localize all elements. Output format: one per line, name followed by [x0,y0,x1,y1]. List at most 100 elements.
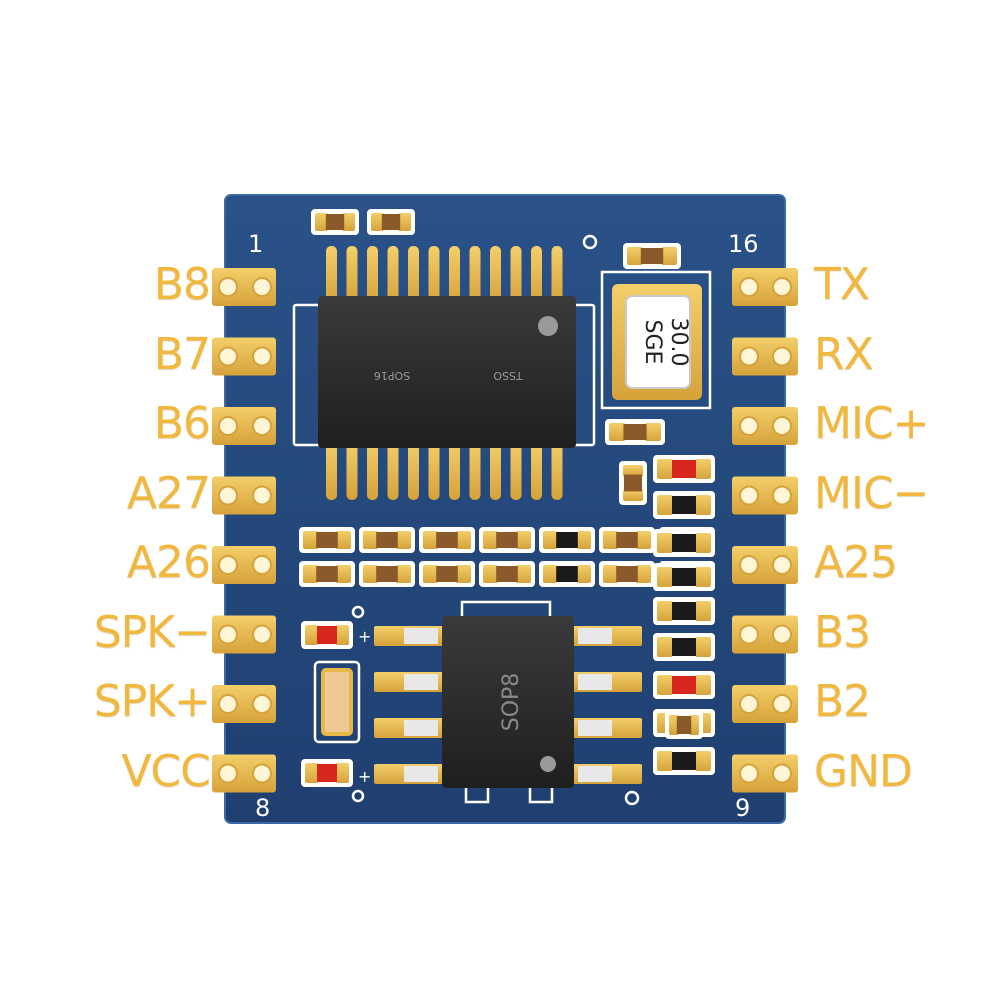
ic-leg-bottom [408,440,419,500]
tantalum-cap-outline [313,660,361,744]
left-pad-hole [252,346,272,367]
smd-pad [657,533,673,553]
pin-label-right: GND [814,745,913,797]
smd-body [676,716,692,734]
smd-led-body [317,764,337,782]
smd-pad [695,459,711,479]
smd-body [381,214,401,230]
smd-pad [515,531,531,549]
right-pad-hole [772,346,792,367]
smd-body [616,566,638,582]
smd-resistor-body [556,532,578,548]
smd-pad [363,531,379,549]
smd-pad [303,531,319,549]
main-ic-package-label: SOP16 [374,369,410,382]
left-pad-hole [252,763,272,784]
ic-leg-top [490,246,501,304]
smd-pad [336,625,349,645]
edge-pads [212,268,798,793]
amp-leg-left-tin [404,628,438,644]
main-ic-pin1-dot [538,316,558,336]
smd-resistor-body [672,752,696,770]
polarity-plus-upper: + [358,627,371,646]
right-pad-hole [772,624,792,645]
smd-pad [335,531,351,549]
smd-pad [695,567,711,587]
smd-body [436,566,458,582]
left-pad-hole [252,416,272,436]
smd-pad [303,565,319,583]
smd-pad [657,459,673,479]
left-pad-hole [252,485,272,506]
pin-label-left: A27 [126,467,211,519]
right-pad-hole [772,277,792,297]
smd-pad [623,489,643,501]
polarity-plus-lower: + [358,767,371,786]
pin-label-right: MIC− [814,467,930,519]
pin-label-left: B8 [153,259,211,310]
smd-pad [657,637,673,657]
smd-led-body [672,676,696,694]
smd-pad [669,715,680,735]
smd-body [624,474,642,492]
smd-pad [657,751,673,771]
smd-pad [635,565,651,583]
smd-body [640,248,664,264]
smd-body [623,424,647,440]
left-pad-hole [218,624,238,645]
right-pad-hole [772,555,792,575]
left-pad-hole [252,694,272,714]
smd-pad [395,565,411,583]
ic-leg-bottom [387,440,399,500]
smd-pad [342,213,355,231]
right-pad-hole [772,763,792,784]
smd-pad [315,213,328,231]
smd-led-body [672,460,696,478]
crystal-silk-outline [600,270,712,410]
smd-pad [695,751,711,771]
mount-dot-left-bottom [351,789,365,803]
amp-leg-right-tin [578,628,612,644]
smd-pad [335,565,351,583]
smd-resistor-body [672,534,696,552]
amp-leg-right-tin [578,766,612,782]
smd-pad [455,565,471,583]
pin-label-right: RX [814,328,874,380]
smd-pad [395,531,411,549]
smd-pad [483,565,499,583]
amp-leg-left-tin [404,674,438,690]
ic-leg-top [367,246,378,304]
right-pad-hole [739,763,759,784]
ic-leg-top [531,246,542,304]
pin1-marker-amp [624,790,640,806]
smd-led-body [317,626,337,644]
ic-leg-top [510,246,522,304]
smd-pad [609,423,626,441]
smd-resistor-body [672,602,696,620]
smd-pad [336,763,349,783]
ic-leg-top [408,246,419,304]
main-ic-legs [326,246,563,500]
smd-pad [305,763,318,783]
amp-leg-right-tin [578,674,612,690]
smd-pad [657,495,673,515]
left-pad-hole [218,416,238,436]
right-pad-hole [739,485,759,506]
left-pad-hole [218,277,238,297]
ic-leg-top [469,246,481,304]
smd-pad [657,567,673,587]
left-pad-hole [218,346,238,367]
pin-label-right: A25 [814,537,898,588]
smd-pad [657,675,673,695]
pin-label-right: MIC+ [814,398,930,449]
right-pad-hole [739,416,759,436]
right-pad-hole [739,624,759,645]
left-pad-hole [218,485,238,506]
left-pad-hole [252,277,272,297]
pin-label-left: A26 [126,537,211,588]
smd-pad [423,531,439,549]
right-pad-hole [772,416,792,436]
ic-leg-top [551,246,563,304]
smd-resistor-body [556,566,578,582]
smd-pad [623,465,643,477]
